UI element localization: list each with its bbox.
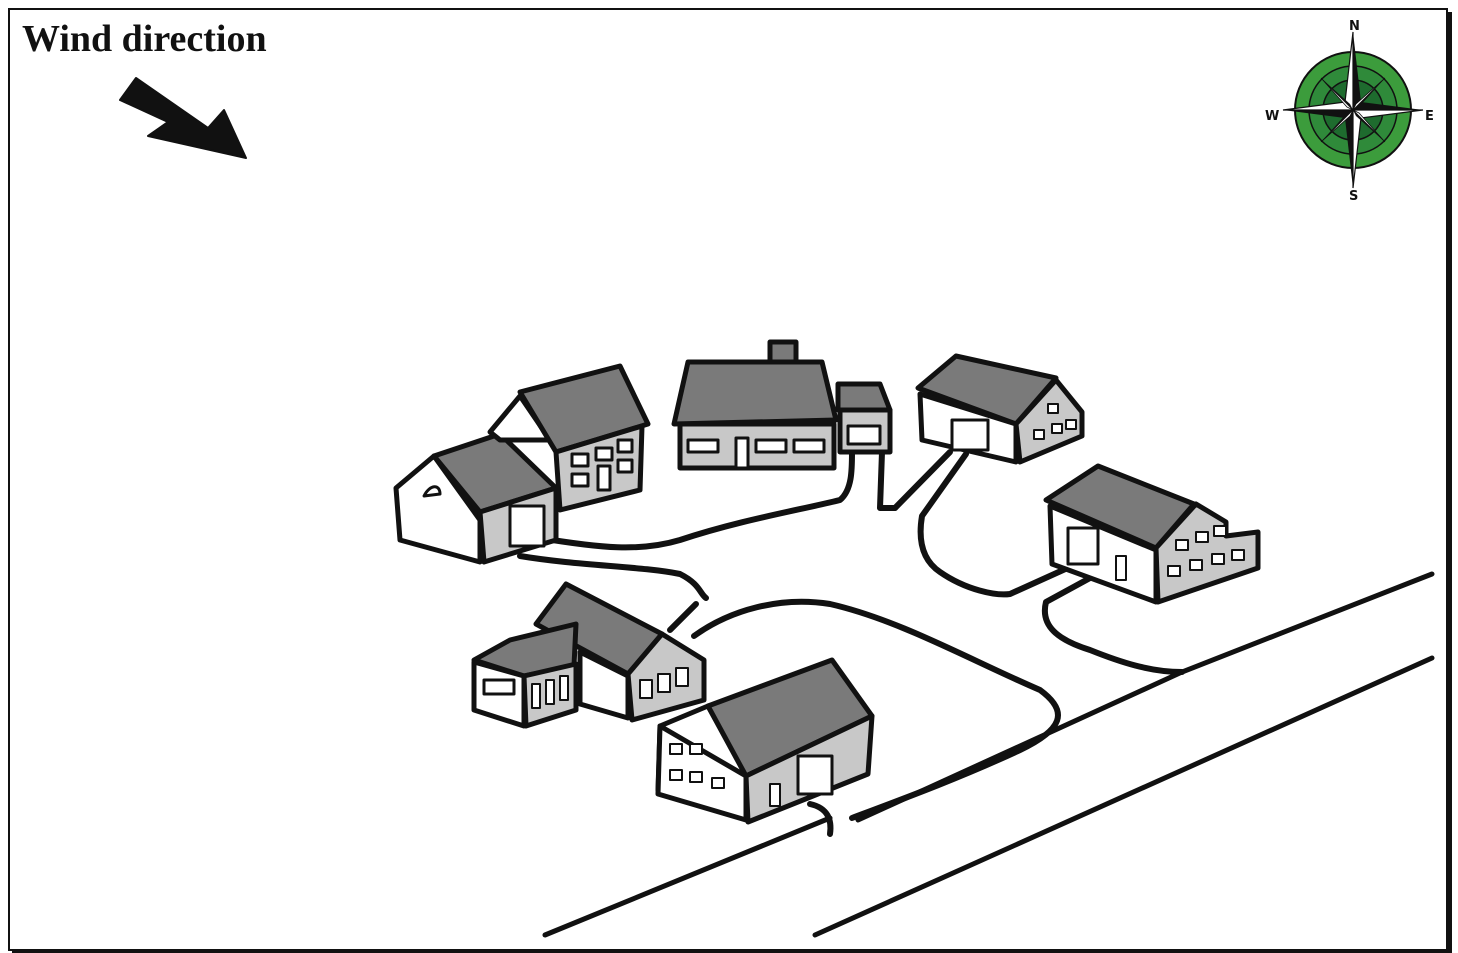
compass-west-label: W (1265, 109, 1279, 124)
compass-east-label: E (1425, 109, 1434, 124)
compass-rose-icon: N S E W (1265, 19, 1434, 204)
house-lower-left (474, 584, 704, 726)
wind-arrow-icon (120, 78, 246, 158)
compass-north-label: N (1349, 19, 1360, 34)
compass-south-label: S (1349, 189, 1358, 204)
house-bungalow (674, 342, 890, 468)
house-top-right (918, 356, 1082, 462)
house-left (396, 434, 556, 562)
